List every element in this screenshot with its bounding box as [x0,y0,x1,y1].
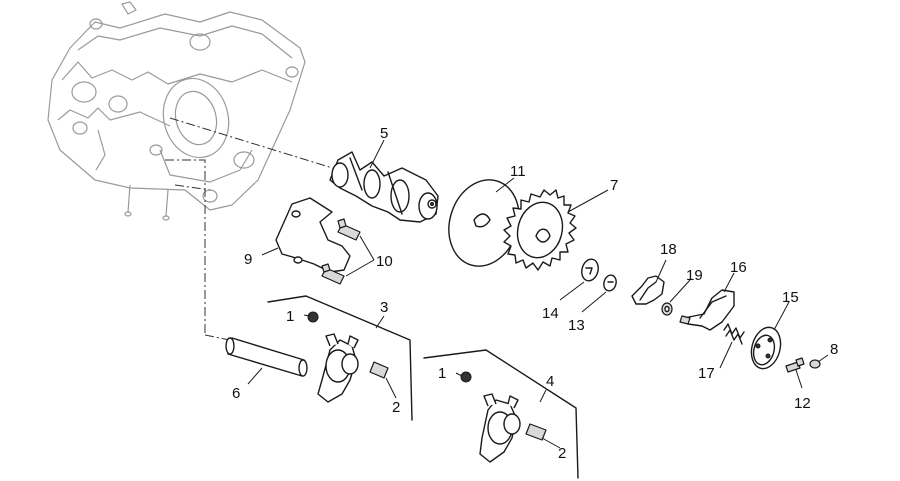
bracket-plate [275,197,351,273]
rocker-shaft [225,337,308,377]
decompressor-lever [679,289,735,331]
label-1b: 1 [438,365,446,382]
callout-numbers: 5 11 7 9 10 14 13 18 19 16 15 17 8 12 3 … [232,125,838,462]
label-5: 5 [380,125,388,142]
disc-plate [448,179,520,267]
label-18: 18 [660,241,677,258]
cam-sprocket [503,189,577,271]
label-2a: 2 [392,399,400,416]
rocker-arm-b [423,349,579,479]
bushing [661,302,673,316]
counterweight [631,275,665,305]
label-19: 19 [686,267,703,284]
screws [785,357,821,373]
label-17: 17 [698,365,715,382]
label-6: 6 [232,385,240,402]
cylinder-head [47,1,306,221]
label-7: 7 [610,177,618,194]
washers [581,258,617,292]
label-10: 10 [376,253,393,270]
label-15: 15 [782,289,799,306]
label-16: 16 [730,259,747,276]
label-14: 14 [542,305,559,322]
label-1a: 1 [286,308,294,325]
camshaft [329,151,439,223]
leader-lines [247,139,829,449]
spring [723,323,745,345]
cover-cap [750,326,782,370]
label-4: 4 [546,373,554,390]
label-3: 3 [380,299,388,316]
label-2b: 2 [558,445,566,462]
rocker-arm-a [267,295,413,421]
label-11: 11 [510,163,526,180]
label-13: 13 [568,317,585,334]
label-9: 9 [244,251,252,268]
bolts [321,218,361,285]
label-8: 8 [830,341,838,358]
label-12: 12 [794,395,811,412]
